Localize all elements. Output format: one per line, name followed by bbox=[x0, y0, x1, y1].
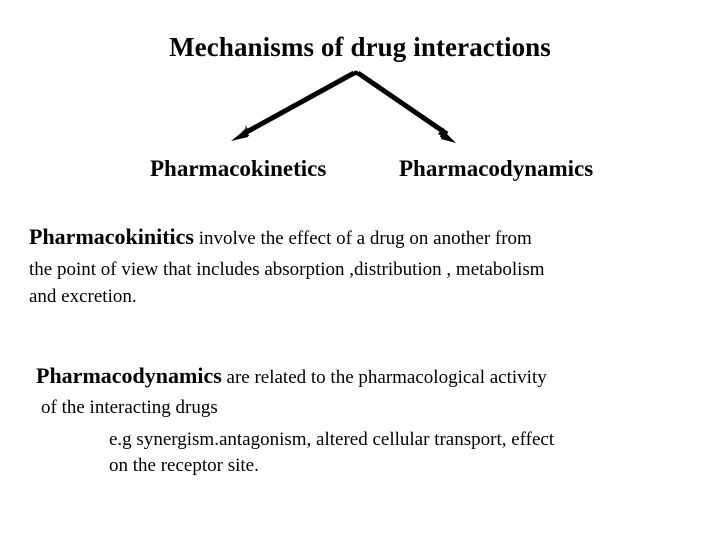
branch-label-pharmacodynamics: Pharmacodynamics bbox=[399, 156, 594, 181]
pharmacodynamics-line-1-text: are related to the pharmacological activ… bbox=[221, 367, 547, 388]
pharmacokinetics-lead-term: Pharmacokinitics bbox=[29, 224, 194, 249]
pharmacodynamics-paragraph-line-1: Pharmacodynamics are related to the phar… bbox=[36, 362, 547, 391]
arrow-to-pharmacokinetics-icon bbox=[231, 70, 356, 141]
pharmacodynamics-lead-term: Pharmacodynamics bbox=[36, 363, 222, 388]
branch-label-pharmacokinetics: Pharmacokinetics bbox=[150, 156, 327, 181]
arrow-apex-joint bbox=[353, 70, 359, 76]
pharmacodynamics-paragraph-line-2: of the interacting drugs bbox=[41, 397, 218, 418]
branching-arrow-diagram bbox=[231, 70, 456, 143]
pharmacokinetics-paragraph-line-1: Pharmacokinitics involve the effect of a… bbox=[29, 223, 532, 252]
pharmacodynamics-example-line-2: on the receptor site. bbox=[109, 455, 259, 476]
pharmacokinetics-paragraph-line-3: and excretion. bbox=[29, 286, 137, 307]
pharmacodynamics-example-line-1: e.g synergism.antagonism, altered cellul… bbox=[109, 429, 555, 450]
page-title: Mechanisms of drug interactions bbox=[169, 32, 551, 62]
pharmacokinetics-line-1-text: involve the effect of a drug on another … bbox=[194, 228, 532, 249]
arrow-to-pharmacodynamics-icon bbox=[356, 70, 456, 143]
pharmacokinetics-paragraph-line-2: the point of view that includes absorpti… bbox=[29, 259, 545, 280]
